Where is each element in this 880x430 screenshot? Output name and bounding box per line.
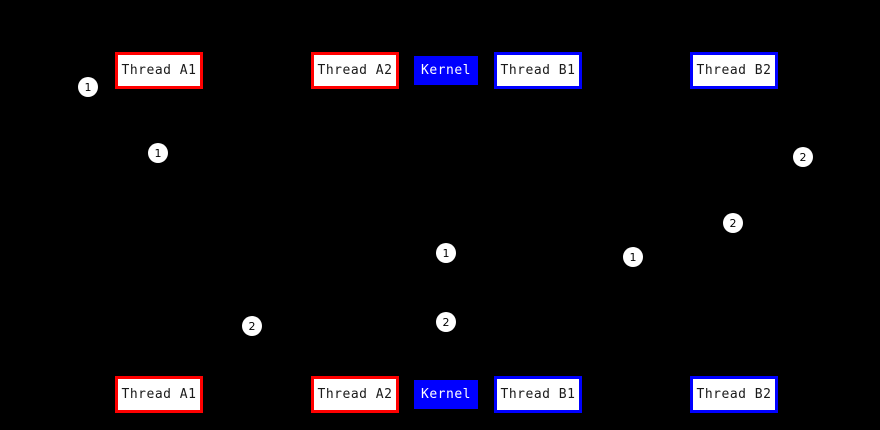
participant-label: Kernel — [421, 63, 471, 78]
participant-box-kernel[interactable]: Kernel — [414, 56, 478, 85]
step-marker-7: 2 — [242, 316, 262, 336]
participant-box-thread-a2-footer[interactable]: Thread A2 — [311, 376, 399, 413]
lifeline-thread-a1 — [159, 89, 160, 376]
participant-label: Thread A2 — [317, 387, 393, 402]
participant-box-thread-a2[interactable]: Thread A2 — [311, 52, 399, 89]
step-marker-6: 1 — [623, 247, 643, 267]
step-marker-3: 2 — [793, 147, 813, 167]
participant-box-thread-b1[interactable]: Thread B1 — [494, 52, 582, 89]
step-marker-8: 2 — [436, 312, 456, 332]
participant-label: Thread A1 — [121, 387, 197, 402]
participant-label: Thread B2 — [696, 387, 772, 402]
participant-box-thread-a1-footer[interactable]: Thread A1 — [115, 376, 203, 413]
lifeline-kernel — [446, 85, 447, 380]
participant-label: Thread A2 — [317, 63, 393, 78]
participant-label: Thread B1 — [500, 63, 576, 78]
participant-box-thread-b2-footer[interactable]: Thread B2 — [690, 376, 778, 413]
participant-label: Thread B2 — [696, 63, 772, 78]
participant-box-thread-b1-footer[interactable]: Thread B1 — [494, 376, 582, 413]
participant-label: Thread A1 — [121, 63, 197, 78]
participant-box-thread-b2[interactable]: Thread B2 — [690, 52, 778, 89]
lifeline-thread-a2 — [355, 89, 356, 376]
participant-box-thread-a1[interactable]: Thread A1 — [115, 52, 203, 89]
participant-label: Kernel — [421, 387, 471, 402]
step-marker-5: 1 — [436, 243, 456, 263]
step-marker-1: 1 — [78, 77, 98, 97]
step-marker-4: 2 — [723, 213, 743, 233]
participant-label: Thread B1 — [500, 387, 576, 402]
step-marker-2: 1 — [148, 143, 168, 163]
lifeline-thread-b1 — [538, 89, 539, 376]
participant-box-kernel-footer[interactable]: Kernel — [414, 380, 478, 409]
